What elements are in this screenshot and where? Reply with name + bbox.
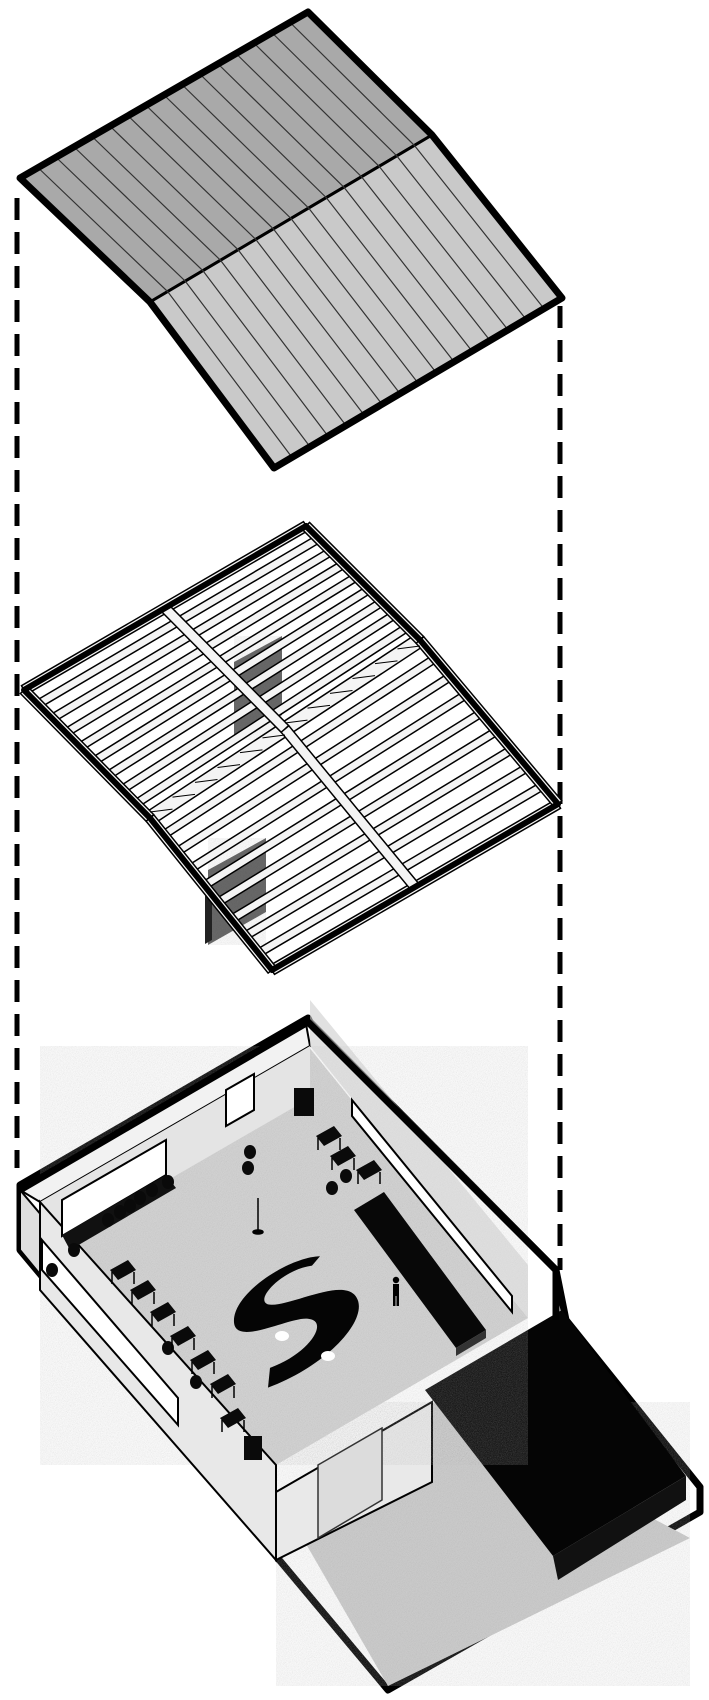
truss-lattice (352, 675, 376, 679)
chair-seat (356, 1160, 382, 1180)
stool (146, 1183, 158, 1197)
truss-girder (280, 724, 420, 892)
chair (330, 1146, 356, 1170)
dark-block-top (425, 1310, 686, 1556)
furniture-group (46, 1072, 382, 1460)
window-right-wall (351, 1097, 513, 1315)
chair-seat (316, 1126, 342, 1146)
stool (340, 1169, 352, 1183)
truss-lattice (397, 645, 421, 650)
roof-layer (16, 8, 566, 472)
chair-seat (170, 1326, 196, 1346)
roof-seam-lines (37, 21, 545, 458)
roof-outline (16, 8, 566, 472)
chair (150, 1302, 176, 1326)
stool (68, 1243, 80, 1257)
roof-seam (217, 63, 473, 352)
chair (220, 1408, 246, 1432)
cabinet (294, 1088, 314, 1116)
s-logo-glyph (233, 1256, 359, 1388)
stool (124, 1199, 136, 1213)
stool (46, 1263, 58, 1277)
chair (190, 1350, 216, 1374)
cabinet (244, 1436, 262, 1460)
roof-seam (37, 167, 293, 458)
truss-layer (19, 520, 563, 976)
floor-logo (233, 1256, 359, 1388)
chair (210, 1374, 236, 1398)
roof-seam (163, 94, 419, 384)
truss-lattice (262, 734, 286, 739)
stool (162, 1341, 174, 1355)
stool (162, 1175, 174, 1189)
floor-lamp (252, 1198, 264, 1235)
chair-seat (330, 1146, 356, 1166)
chair (130, 1280, 156, 1304)
stool (102, 1213, 114, 1227)
round-table (275, 1331, 289, 1341)
projection-guide-lines (14, 198, 563, 1270)
wall-frame (225, 1072, 255, 1128)
truss-outline (21, 523, 561, 973)
window-side-left (41, 1237, 179, 1428)
roof-seam (181, 84, 437, 373)
roof-seam (55, 156, 311, 448)
chair-seat (190, 1350, 216, 1370)
truss-frame (19, 520, 563, 976)
roof-seam (127, 115, 383, 405)
stool (134, 1191, 146, 1205)
bar-counter-face (456, 1330, 486, 1356)
bar-counter (354, 1192, 486, 1348)
entrance-door (317, 1426, 383, 1540)
wall-top-outline (18, 1018, 560, 1320)
truss-lattice (239, 749, 263, 754)
person-figure (392, 1276, 400, 1306)
truss-lattice (374, 660, 398, 665)
chair-seat (210, 1374, 236, 1394)
roof-seam (145, 104, 401, 394)
chair-seat (110, 1260, 136, 1280)
chair (110, 1260, 136, 1284)
truss-lattice (149, 808, 173, 813)
stool (244, 1145, 256, 1159)
roof-seam (91, 136, 347, 426)
chair (316, 1126, 342, 1150)
truss-lattice (194, 779, 218, 783)
chair-seat (150, 1302, 176, 1322)
chair-seat (220, 1408, 246, 1428)
roof-seam (271, 32, 527, 320)
roof-seam (109, 125, 365, 416)
roof-seam (199, 73, 455, 363)
roof-seam (253, 42, 509, 331)
floor-plan-layer (16, 1000, 704, 1694)
stool (242, 1161, 254, 1175)
chair (170, 1326, 196, 1350)
truss-lattice (172, 793, 196, 798)
stool (326, 1181, 338, 1195)
roof-seam (73, 146, 329, 437)
truss-lattice (217, 764, 241, 768)
roof-seam (289, 21, 545, 309)
stool (114, 1205, 126, 1219)
truss-lattice (307, 704, 331, 709)
truss-lattice (284, 719, 308, 724)
round-table (321, 1351, 335, 1361)
dark-block-face (553, 1476, 686, 1580)
chair (356, 1160, 382, 1184)
stool (190, 1375, 202, 1389)
roof-seam (235, 53, 491, 341)
chair-seat (130, 1280, 156, 1300)
truss-lattice (329, 690, 353, 694)
